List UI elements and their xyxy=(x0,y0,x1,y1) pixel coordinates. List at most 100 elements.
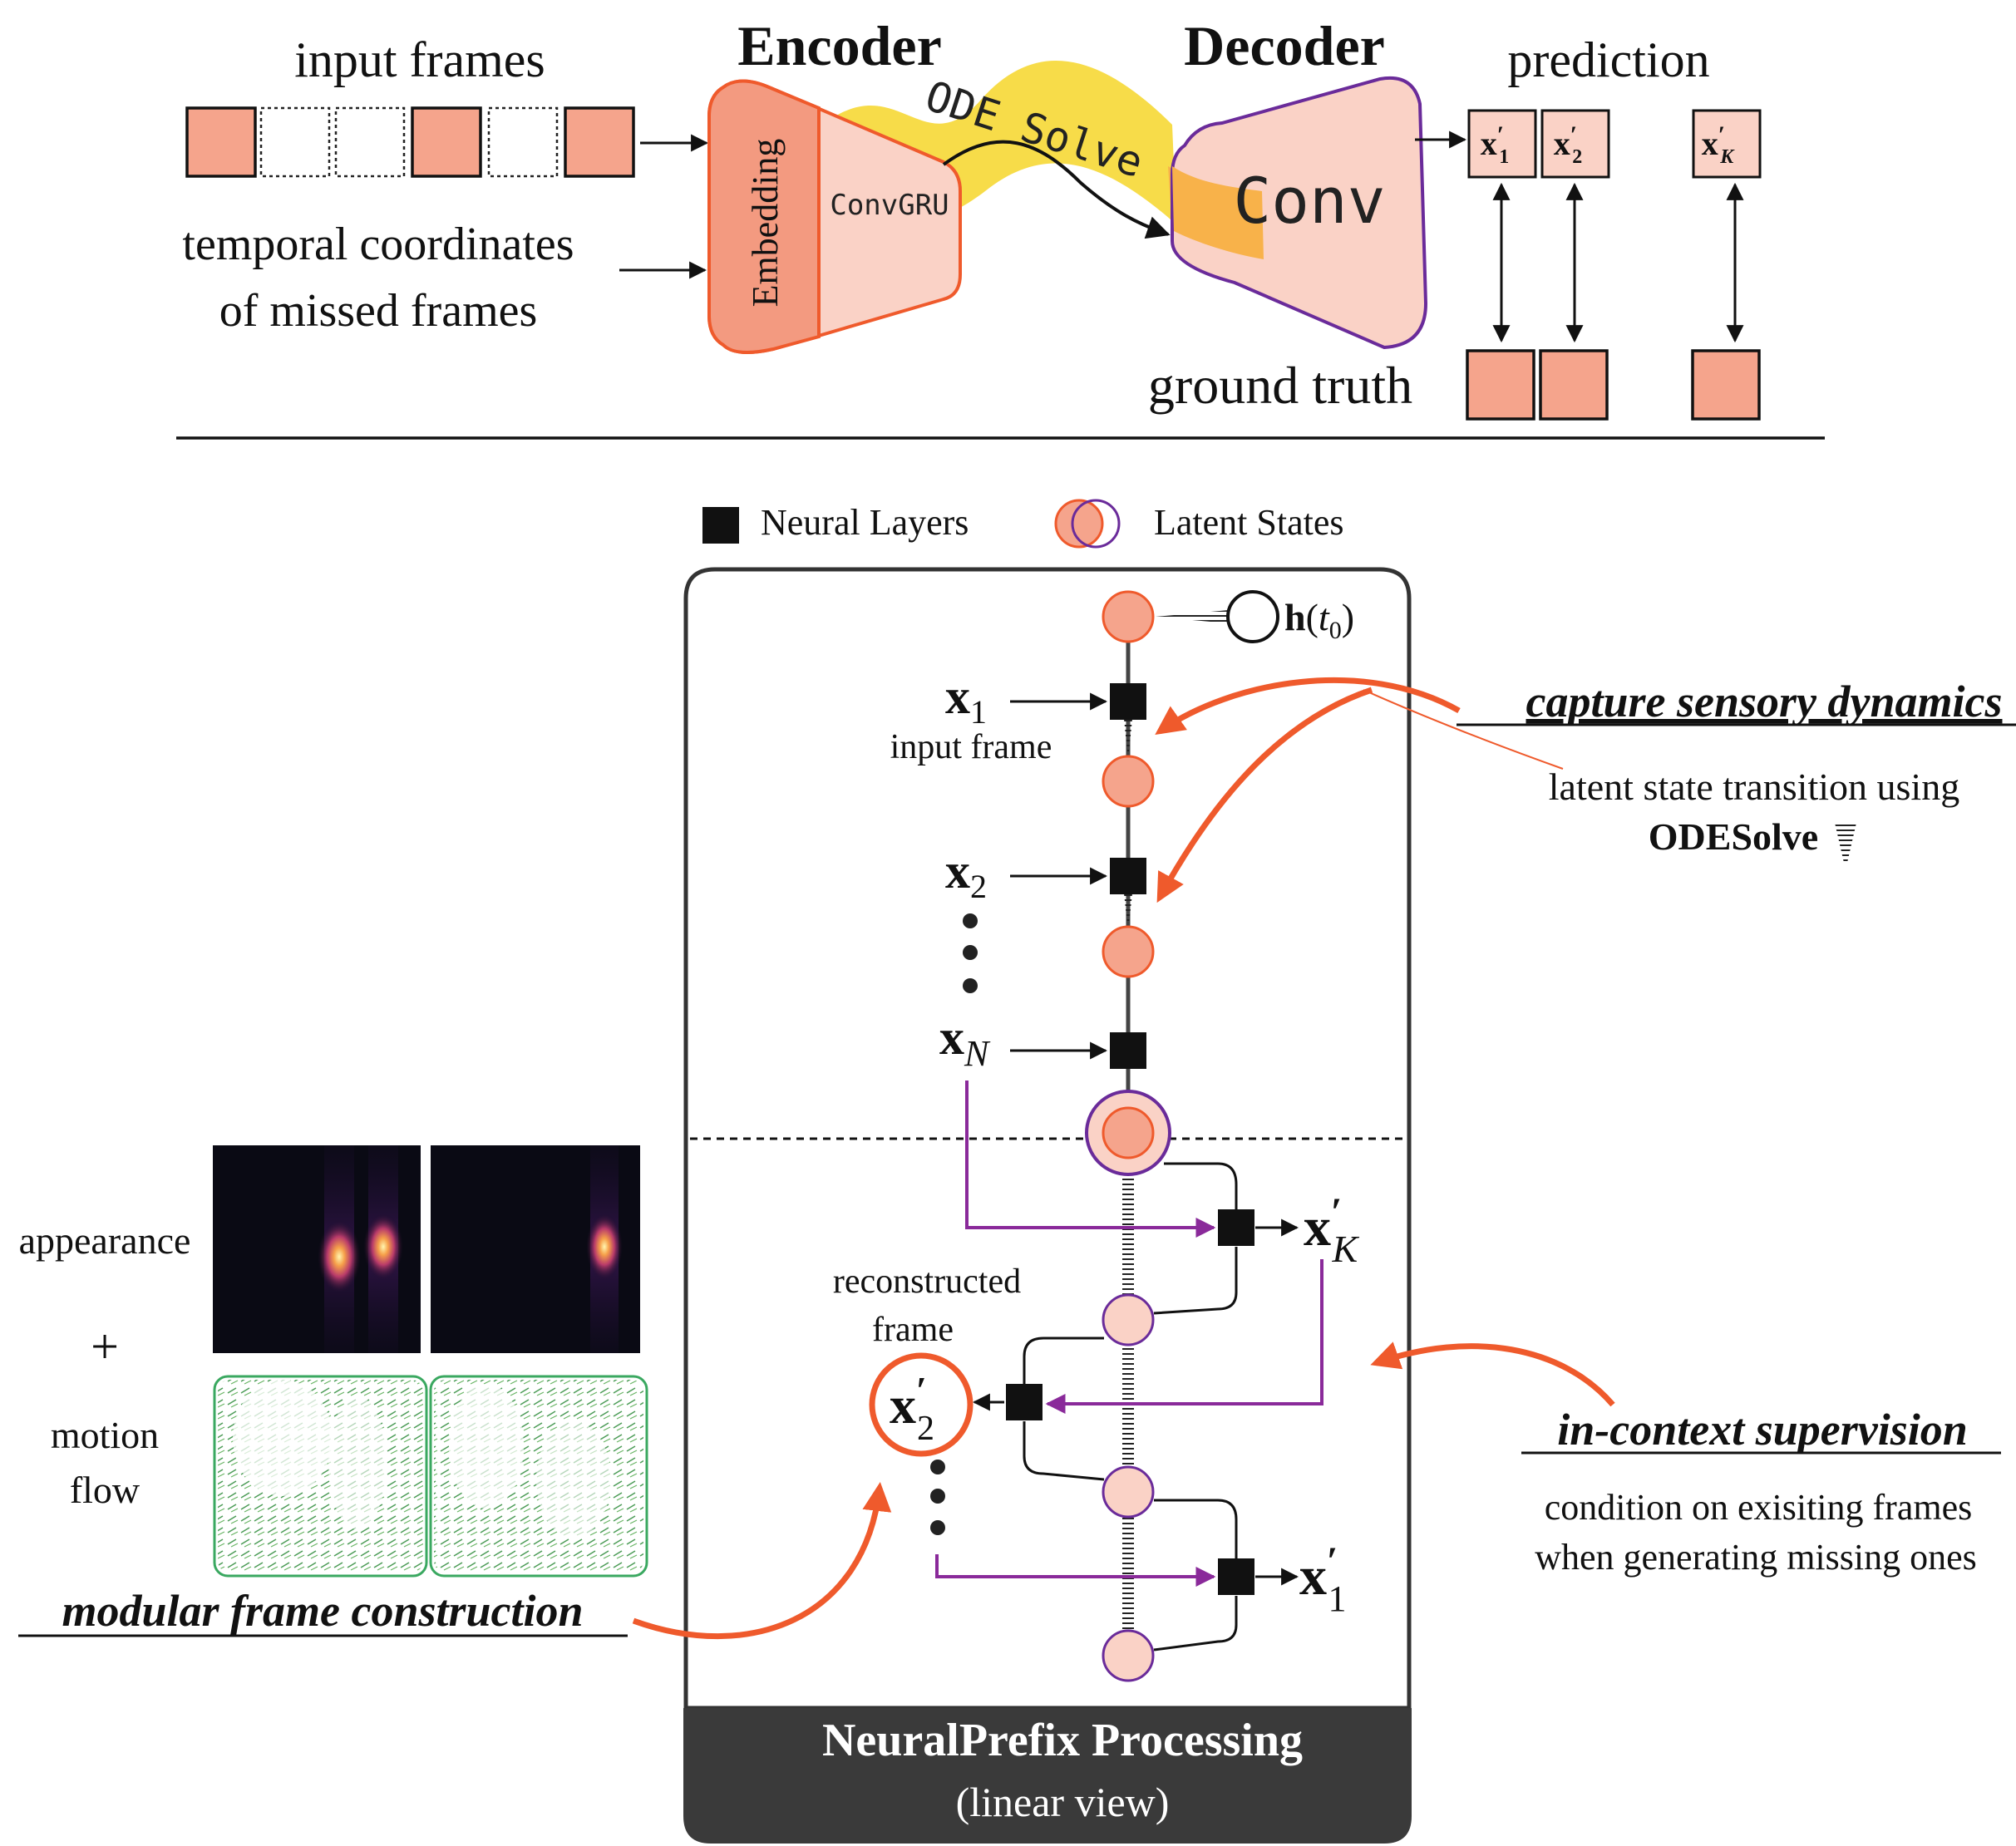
capture-arrow-1 xyxy=(1155,677,1461,736)
ellipsis-dot xyxy=(963,978,978,993)
input-frames-label: input frames xyxy=(294,32,545,87)
latent-state-decoded xyxy=(1102,1465,1155,1519)
latent-state xyxy=(1102,755,1155,808)
prediction-label: prediction xyxy=(1507,32,1709,87)
embedding-label: Embedding xyxy=(745,139,786,308)
neural-layer-xk xyxy=(1218,1209,1254,1246)
capture-desc-line2: ODESolve xyxy=(1649,815,1818,858)
flow-label: flow xyxy=(70,1469,140,1511)
capture-dynamics-title: capture sensory dynamics xyxy=(1526,677,2003,726)
neural-layer-legend-swatch xyxy=(702,507,739,544)
ground-truth-frame xyxy=(1691,349,1761,421)
latent-state-legend-orange xyxy=(1054,499,1104,549)
appearance-label: appearance xyxy=(19,1219,191,1262)
input-frame xyxy=(411,106,482,178)
condition-to-x1p xyxy=(935,1554,1216,1587)
prediction-x2: x′2 xyxy=(1540,109,1610,179)
motion-flow-2 xyxy=(429,1375,648,1578)
latent-state-combined-inner xyxy=(1102,1106,1155,1159)
svg-text:x′2: x′2 xyxy=(1554,121,1582,168)
neural-layer xyxy=(1110,858,1146,894)
latent-state-decoded xyxy=(1102,1629,1155,1682)
branch-from-x2p xyxy=(1023,1421,1105,1481)
ode-solve-arrow xyxy=(942,140,1171,239)
x1-prime-label: x′1 xyxy=(1299,1539,1347,1619)
input-frame xyxy=(564,106,635,178)
odesolve-mini-wedge xyxy=(1835,823,1856,863)
convgru-label: ConvGRU xyxy=(830,189,949,222)
xk-prime-label: x′K xyxy=(1304,1190,1360,1270)
latent-state-legend-purple xyxy=(1071,499,1121,549)
conv-label: Conv xyxy=(1233,164,1385,238)
ode-wedge xyxy=(1124,893,1132,924)
missing-frame xyxy=(259,106,331,178)
branch-to-x2p xyxy=(1023,1337,1104,1384)
ground-truth-frame xyxy=(1466,349,1535,421)
decoder-ode-overlay xyxy=(1172,166,1264,259)
decoder-shape xyxy=(1171,76,1428,350)
plus-label: + xyxy=(91,1319,119,1374)
neural-layers-legend: Neural Layers xyxy=(761,502,969,543)
motion-label: motion xyxy=(51,1414,159,1456)
frame-label: frame xyxy=(872,1311,954,1349)
prediction-x1: x′1 xyxy=(1467,109,1537,179)
incontext-title: in-context supervision xyxy=(1557,1405,1968,1455)
panel-footer xyxy=(683,1708,1412,1844)
ellipsis-dot xyxy=(963,913,978,928)
h-t0-wedge xyxy=(1156,610,1229,623)
branch-from-xk xyxy=(1153,1247,1238,1315)
panel-footer-subtitle: (linear view) xyxy=(956,1779,1170,1825)
x1-label: x1 xyxy=(945,669,987,731)
appearance-heatmap-1 xyxy=(213,1145,421,1353)
missing-frame xyxy=(334,106,406,178)
ellipsis-dot xyxy=(963,945,978,960)
latent-state xyxy=(1102,925,1155,978)
neural-layer-x2p xyxy=(1006,1384,1043,1420)
temporal-coordinates-label: temporal coordinates xyxy=(182,219,574,270)
latent-states-legend: Latent States xyxy=(1154,502,1344,543)
reconstructed-label: reconstructed xyxy=(833,1263,1021,1301)
neural-layer-x1p xyxy=(1218,1558,1254,1595)
h-t0-circle xyxy=(1226,590,1279,643)
ellipsis-dot xyxy=(930,1520,945,1535)
incontext-desc-line2: when generating missing ones xyxy=(1535,1537,1977,1578)
condition-xn-to-xk xyxy=(965,1081,1216,1238)
svg-text:x′1: x′1 xyxy=(1481,121,1509,168)
branch-to-x1p xyxy=(1154,1499,1238,1558)
capture-thin-curve xyxy=(1363,689,1564,770)
modular-frame-title: modular frame construction xyxy=(62,1586,583,1636)
ground-truth-label: ground truth xyxy=(1148,356,1412,415)
appearance-heatmap-2 xyxy=(431,1145,640,1353)
panel-footer-title: NeuralPrefix Processing xyxy=(822,1715,1303,1766)
neural-layer xyxy=(1110,683,1146,720)
input-frame-label: input frame xyxy=(890,728,1052,766)
prediction-xk: x′K xyxy=(1692,109,1762,179)
branch-to-xk xyxy=(1164,1162,1238,1209)
capture-desc-line1: latent state transition using xyxy=(1549,765,1959,808)
neural-layer xyxy=(1110,1032,1146,1069)
missed-frames-label: of missed frames xyxy=(219,285,538,337)
ground-truth-frame xyxy=(1539,349,1609,421)
ellipsis-dot xyxy=(930,1460,945,1474)
reconstructed-frame-ring xyxy=(869,1352,973,1457)
input-frames-row xyxy=(185,106,635,178)
incontext-desc-line1: condition on exisiting frames xyxy=(1545,1487,1972,1528)
x2-label: x2 xyxy=(945,844,987,905)
spine-lower-ode xyxy=(1122,1176,1134,1642)
latent-state-decoded xyxy=(1102,1293,1155,1346)
input-frame xyxy=(185,106,257,178)
branch-from-x1p xyxy=(1153,1596,1238,1652)
missing-frame xyxy=(487,106,559,178)
incontext-arrow xyxy=(1370,1341,1615,1407)
embedding-block xyxy=(707,79,821,354)
h-t0-label: h(t0) xyxy=(1284,596,1354,644)
latent-state xyxy=(1102,590,1155,643)
modular-arrow xyxy=(632,1482,892,1639)
ellipsis-dot xyxy=(930,1489,945,1504)
ode-wedge xyxy=(1124,719,1132,752)
xn-label: xN xyxy=(939,1010,991,1074)
x2-prime-label: x′2 xyxy=(890,1369,934,1448)
decoder-title: Decoder xyxy=(1184,14,1385,77)
svg-text:x′K: x′K xyxy=(1702,121,1735,168)
